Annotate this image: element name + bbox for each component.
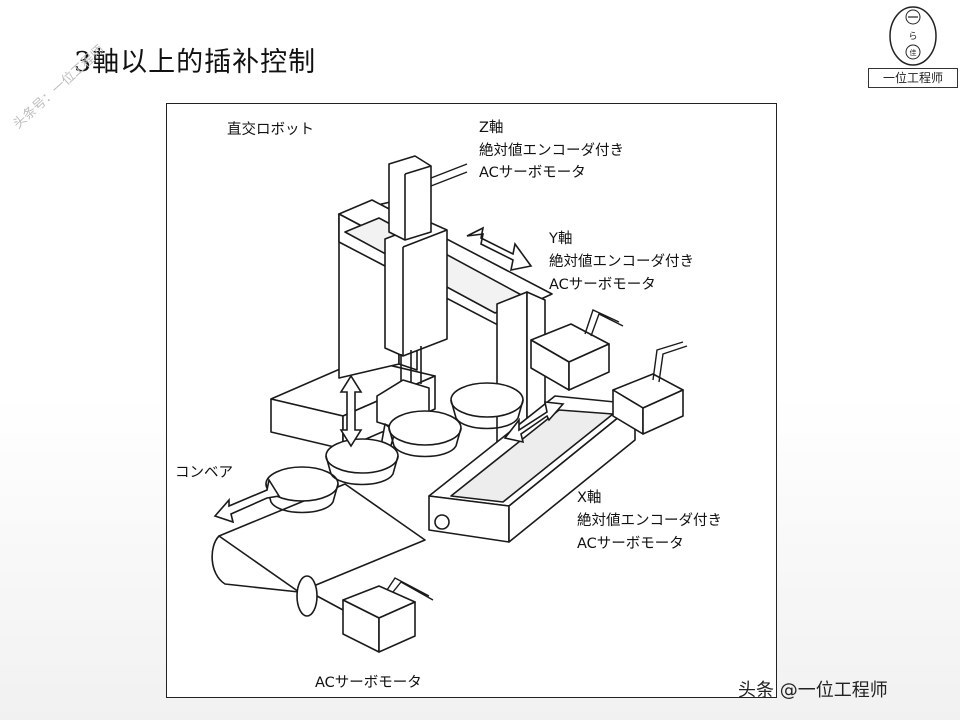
cup-4 [450,382,524,418]
motor-cables [386,163,688,601]
x-arrow-icon [503,401,565,444]
y-motor-side [568,343,610,391]
conveyor-roller [296,575,318,617]
x-axis-motor: ACサーボモータ [577,536,684,552]
svg-text:ら: ら [908,31,917,42]
x-motor-side [642,389,684,435]
motion-arrows [213,226,565,524]
y-arrow-icon [466,226,533,272]
logo-emblem-icon: ら 佳 [889,6,937,66]
watermark-text: 头条号：一位工程师 [10,42,108,133]
conveyor-label: コンベア [175,465,233,481]
z-axis-name: Z軸 [479,120,504,136]
robot-diagram-frame: 直交ロボット Z軸 絶対値エンコーダ付き ACサーボモータ Y軸 絶対値エンコー… [166,103,777,698]
x-axis-name: X軸 [577,490,602,506]
x-rail-end-cap [434,514,450,530]
logo-label: 一位工程师 [868,68,958,88]
conveyor-motor-side [378,601,416,653]
robot-label: 直交ロボット [227,122,314,138]
slide-title: 3軸以上的插补控制 [74,47,317,78]
x-rail-side [508,403,636,543]
cup-2 [325,438,399,474]
z-axis-motor: ACサーボモータ [479,165,586,181]
cup-3 [388,410,462,446]
y-axis-name: Y軸 [549,231,573,247]
x-axis-encoder: 絶対値エンコーダ付き [577,513,722,529]
z-arrow-icon [339,374,363,448]
cartesian-robot-illustration [211,155,688,653]
conveyor-motor-label: ACサーボモータ [315,675,422,691]
svg-text:佳: 佳 [910,48,917,57]
y-axis-motor: ACサーボモータ [549,277,656,293]
z-motor [388,155,432,241]
z-axis-encoder: 絶対値エンコーダ付き [479,143,624,159]
logo: ら 佳 一位工程师 [868,4,958,88]
conveyor-arrow-icon [213,477,281,524]
workpiece-cups [265,382,524,514]
footer-credit: 头条 @一位工程师 [738,680,888,701]
y-axis-encoder: 絶対値エンコーダ付き [549,254,694,270]
